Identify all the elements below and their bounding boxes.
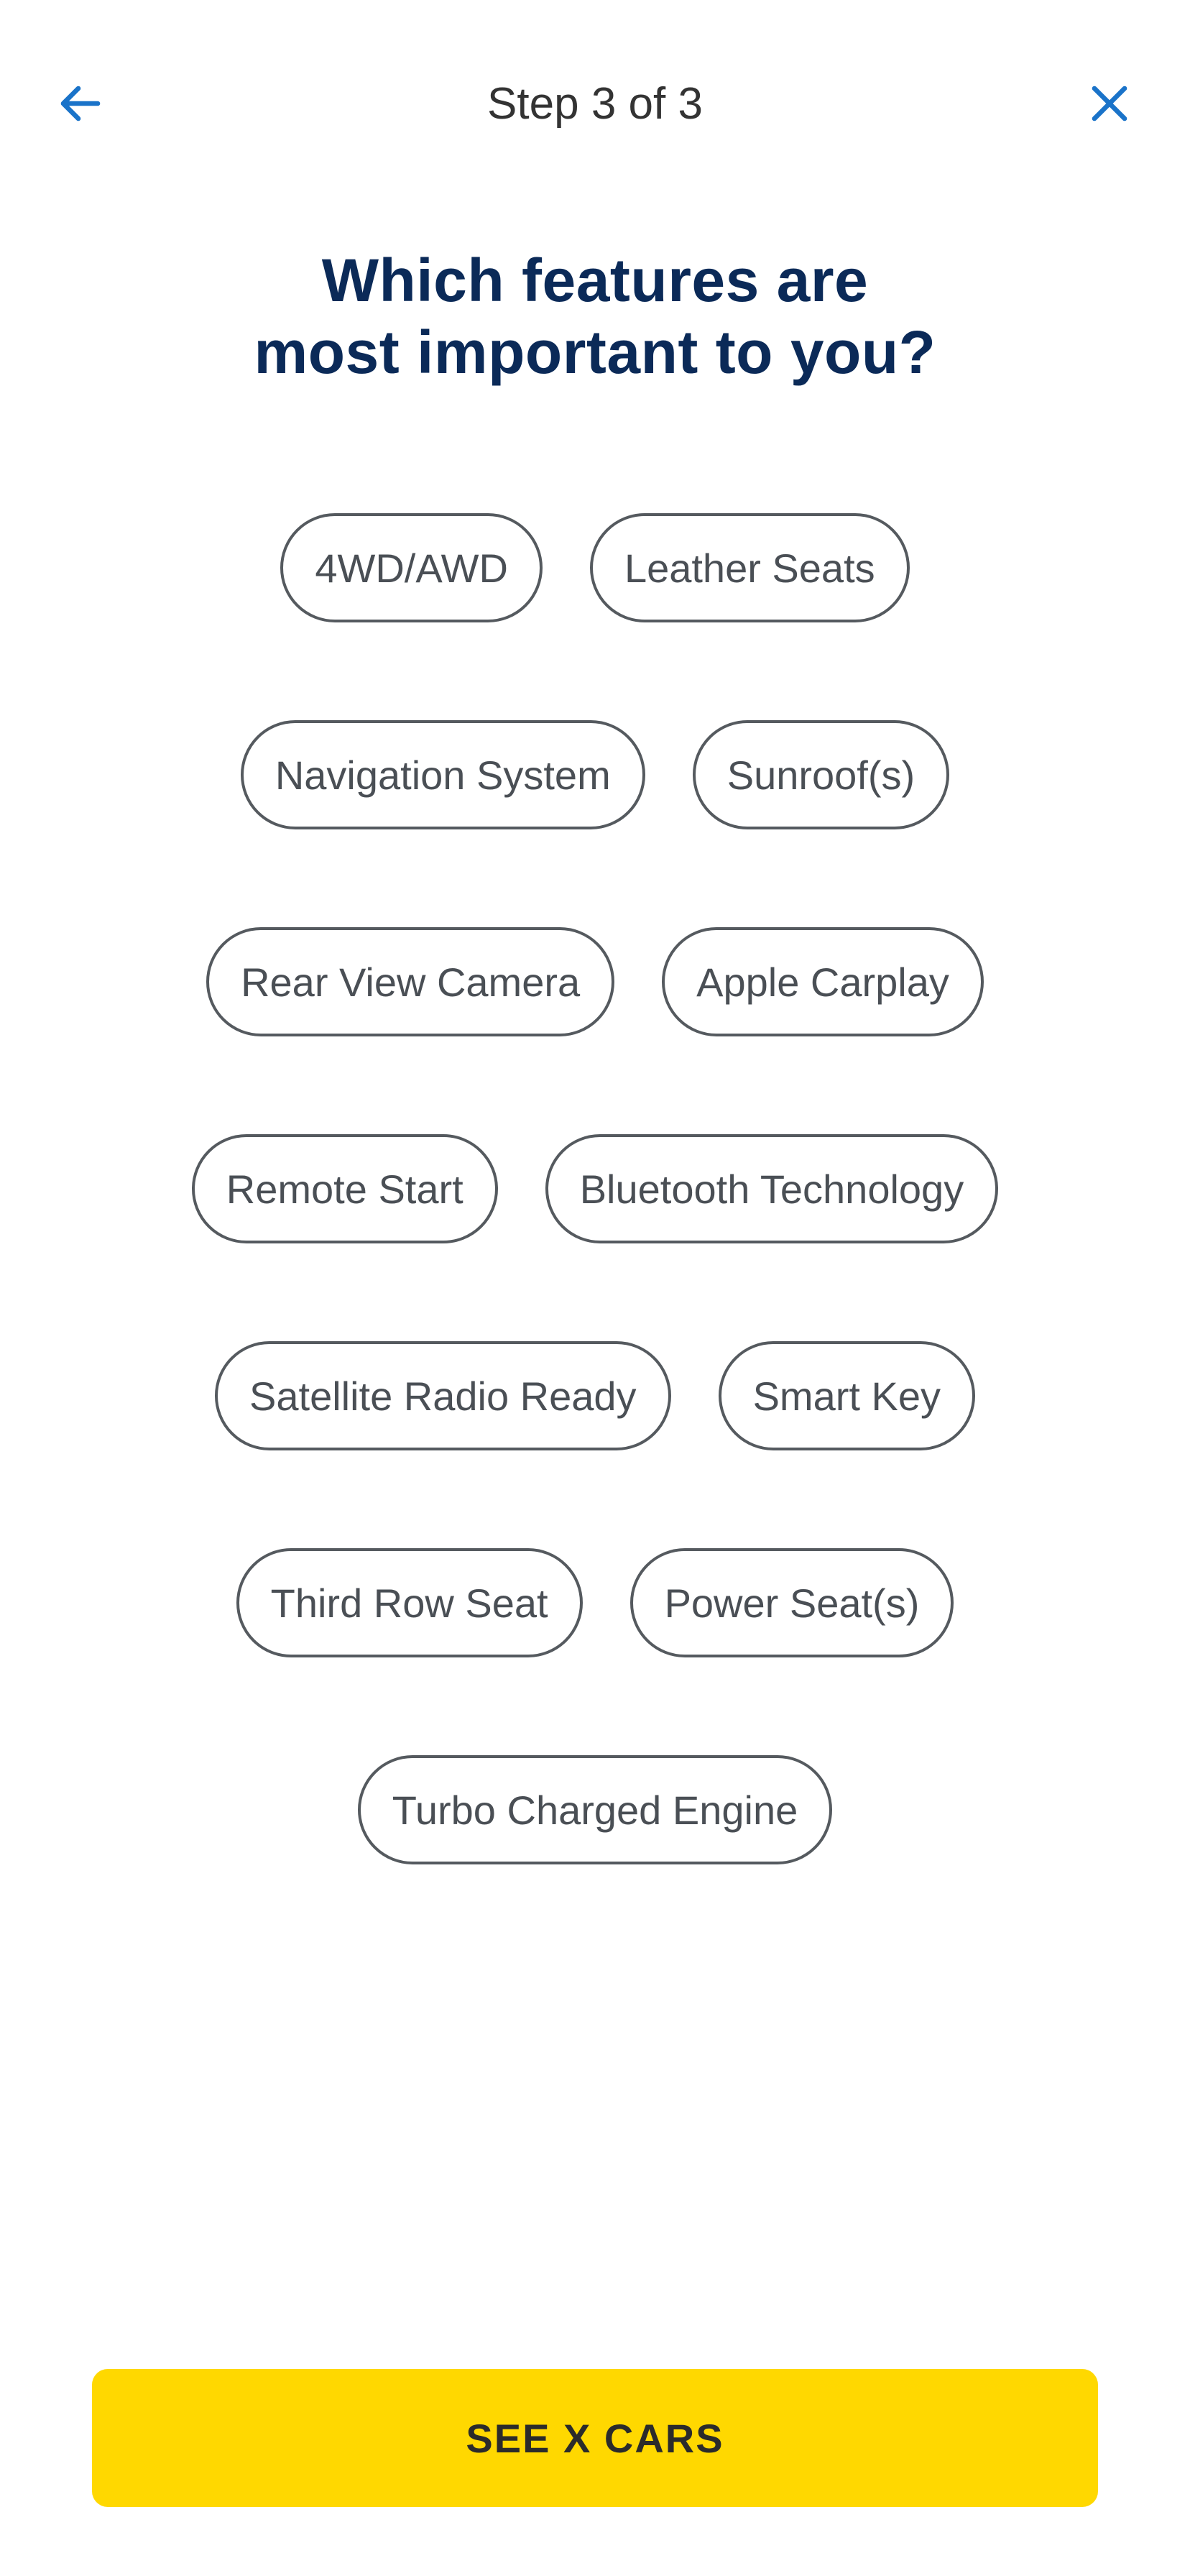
feature-chip-sunroofs[interactable]: Sunroof(s) xyxy=(692,720,950,829)
feature-chip-third-row-seat[interactable]: Third Row Seat xyxy=(236,1548,583,1657)
feature-chip-power-seats[interactable]: Power Seat(s) xyxy=(629,1548,954,1657)
top-bar: Step 3 of 3 xyxy=(0,0,1190,208)
step-indicator: Step 3 of 3 xyxy=(487,79,703,129)
close-button[interactable] xyxy=(1066,60,1153,147)
feature-chip-smart-key[interactable]: Smart Key xyxy=(718,1341,975,1450)
feature-chip-satellite-radio-ready[interactable]: Satellite Radio Ready xyxy=(215,1341,671,1450)
feature-chip-apple-carplay[interactable]: Apple Carplay xyxy=(662,927,984,1036)
close-icon xyxy=(1092,86,1127,121)
feature-chip-4wd-awd[interactable]: 4WD/AWD xyxy=(280,513,543,622)
feature-chip-leather-seats[interactable]: Leather Seats xyxy=(589,513,910,622)
feature-chip-navigation-system[interactable]: Navigation System xyxy=(240,720,645,829)
feature-chip-rear-view-camera[interactable]: Rear View Camera xyxy=(206,927,615,1036)
feature-chip-remote-start[interactable]: Remote Start xyxy=(191,1134,498,1243)
arrow-left-icon xyxy=(60,86,101,121)
feature-options: 4WD/AWD Leather Seats Navigation System … xyxy=(144,513,1046,1864)
page-title-line-1: Which features are xyxy=(321,247,869,314)
page-title: Which features are most important to you… xyxy=(144,244,1046,388)
page-title-line-2: most important to you? xyxy=(254,318,936,386)
feature-chip-bluetooth-technology[interactable]: Bluetooth Technology xyxy=(545,1134,999,1243)
back-button[interactable] xyxy=(37,60,124,147)
see-cars-button[interactable]: SEE X CARS xyxy=(92,2369,1098,2507)
feature-chip-turbo-charged-engine[interactable]: Turbo Charged Engine xyxy=(357,1755,833,1864)
